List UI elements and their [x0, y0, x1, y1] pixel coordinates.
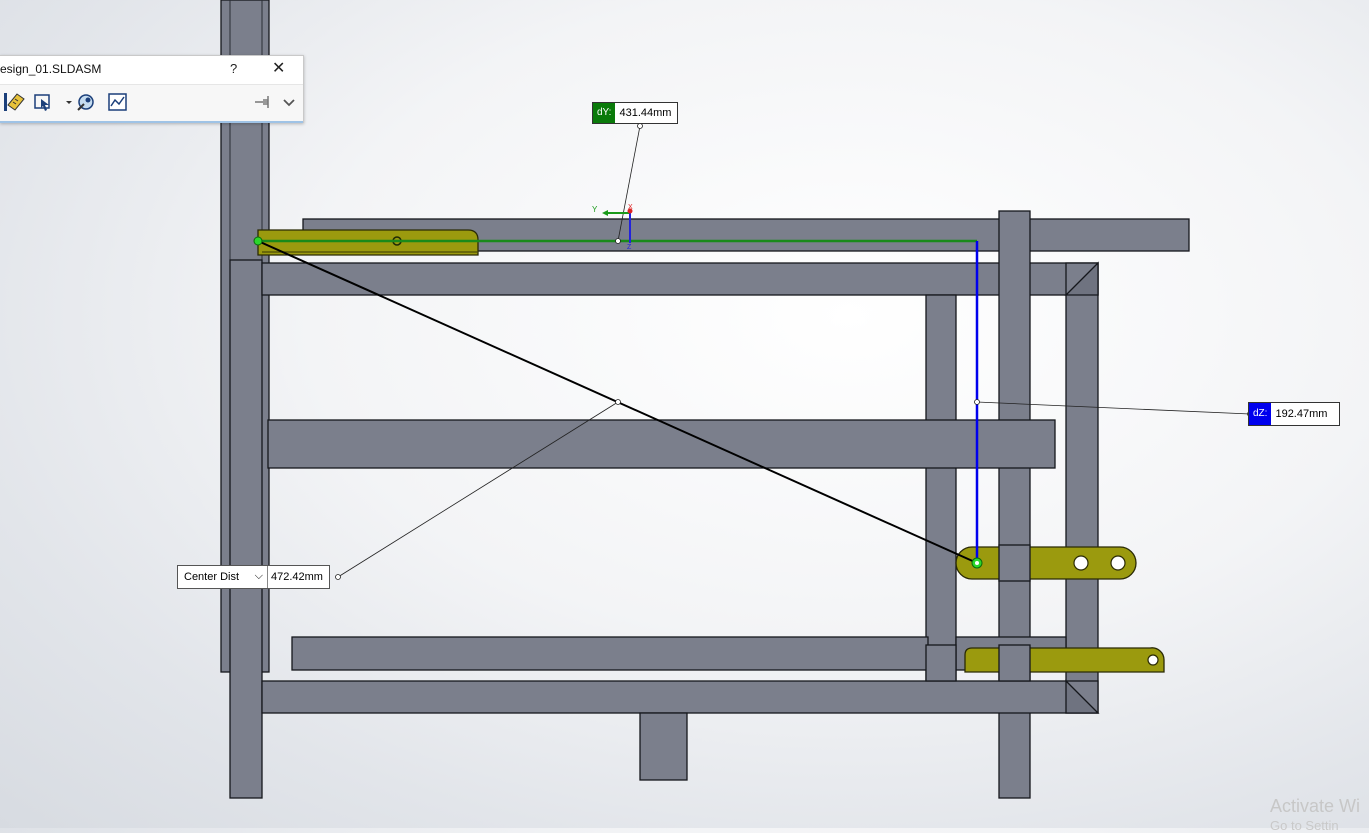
bracket-middle-right	[955, 546, 1137, 580]
center-dist-dropdown[interactable]: Center Dist ⌵	[178, 566, 268, 588]
frame-lower-rail	[291, 636, 929, 671]
dialog-title: esign_01.SLDASM	[0, 62, 102, 76]
measure-history-icon[interactable]	[107, 91, 129, 113]
frame-bottom-leg	[639, 712, 688, 781]
activation-watermark-sub: Go to Settin	[1270, 818, 1339, 833]
dz-value: 192.47mm	[1275, 408, 1328, 420]
triad-x-label: X	[628, 204, 633, 211]
close-button[interactable]: ✕	[272, 60, 286, 77]
dialog-bottom-edge	[0, 121, 303, 123]
activation-watermark: Activate Wi	[1270, 796, 1361, 816]
center-dist-label: Center Dist	[184, 571, 240, 583]
frame-right-outer	[1065, 262, 1099, 714]
frame-middle-rail	[267, 419, 1056, 469]
dz-tag: dZ:	[1249, 403, 1272, 425]
toolbar-left-edge[interactable]	[0, 91, 7, 113]
frame-upper-crossbar	[261, 262, 1099, 296]
dz-callout[interactable]: dZ: 192.47mm	[1248, 402, 1341, 426]
point-to-point-icon[interactable]	[75, 91, 97, 113]
dropdown-arrow-icon[interactable]	[58, 91, 72, 113]
triad-z-label: Z	[627, 244, 632, 251]
help-button[interactable]: ?	[230, 61, 238, 76]
center-dist-callout[interactable]: Center Dist ⌵ 472.42mm	[177, 565, 330, 589]
expand-icon[interactable]	[278, 91, 300, 113]
frame-inner-post-a	[925, 294, 957, 682]
dy-tag: dY:	[593, 103, 616, 123]
selection-mode-icon[interactable]	[32, 91, 54, 113]
coordinate-triad-icon: Y X Z	[592, 204, 633, 251]
measure-dialog: esign_01.SLDASM ? ✕	[0, 55, 304, 123]
frame-bottom-crossbar	[261, 680, 1099, 714]
dy-callout[interactable]: dY: 431.44mm	[592, 102, 679, 124]
dy-value: 431.44mm	[619, 107, 672, 119]
frame-post-front-left	[229, 259, 263, 799]
bracket-top-left	[257, 229, 479, 256]
center-dist-value: 472.42mm	[271, 571, 323, 583]
dialog-toolbar	[0, 84, 303, 121]
units-precision-icon[interactable]	[5, 91, 27, 113]
triad-y-label: Y	[592, 205, 598, 214]
bracket-bottom-right	[964, 647, 1165, 673]
chevron-down-icon: ⌵	[254, 570, 263, 582]
pin-icon[interactable]	[251, 91, 273, 113]
